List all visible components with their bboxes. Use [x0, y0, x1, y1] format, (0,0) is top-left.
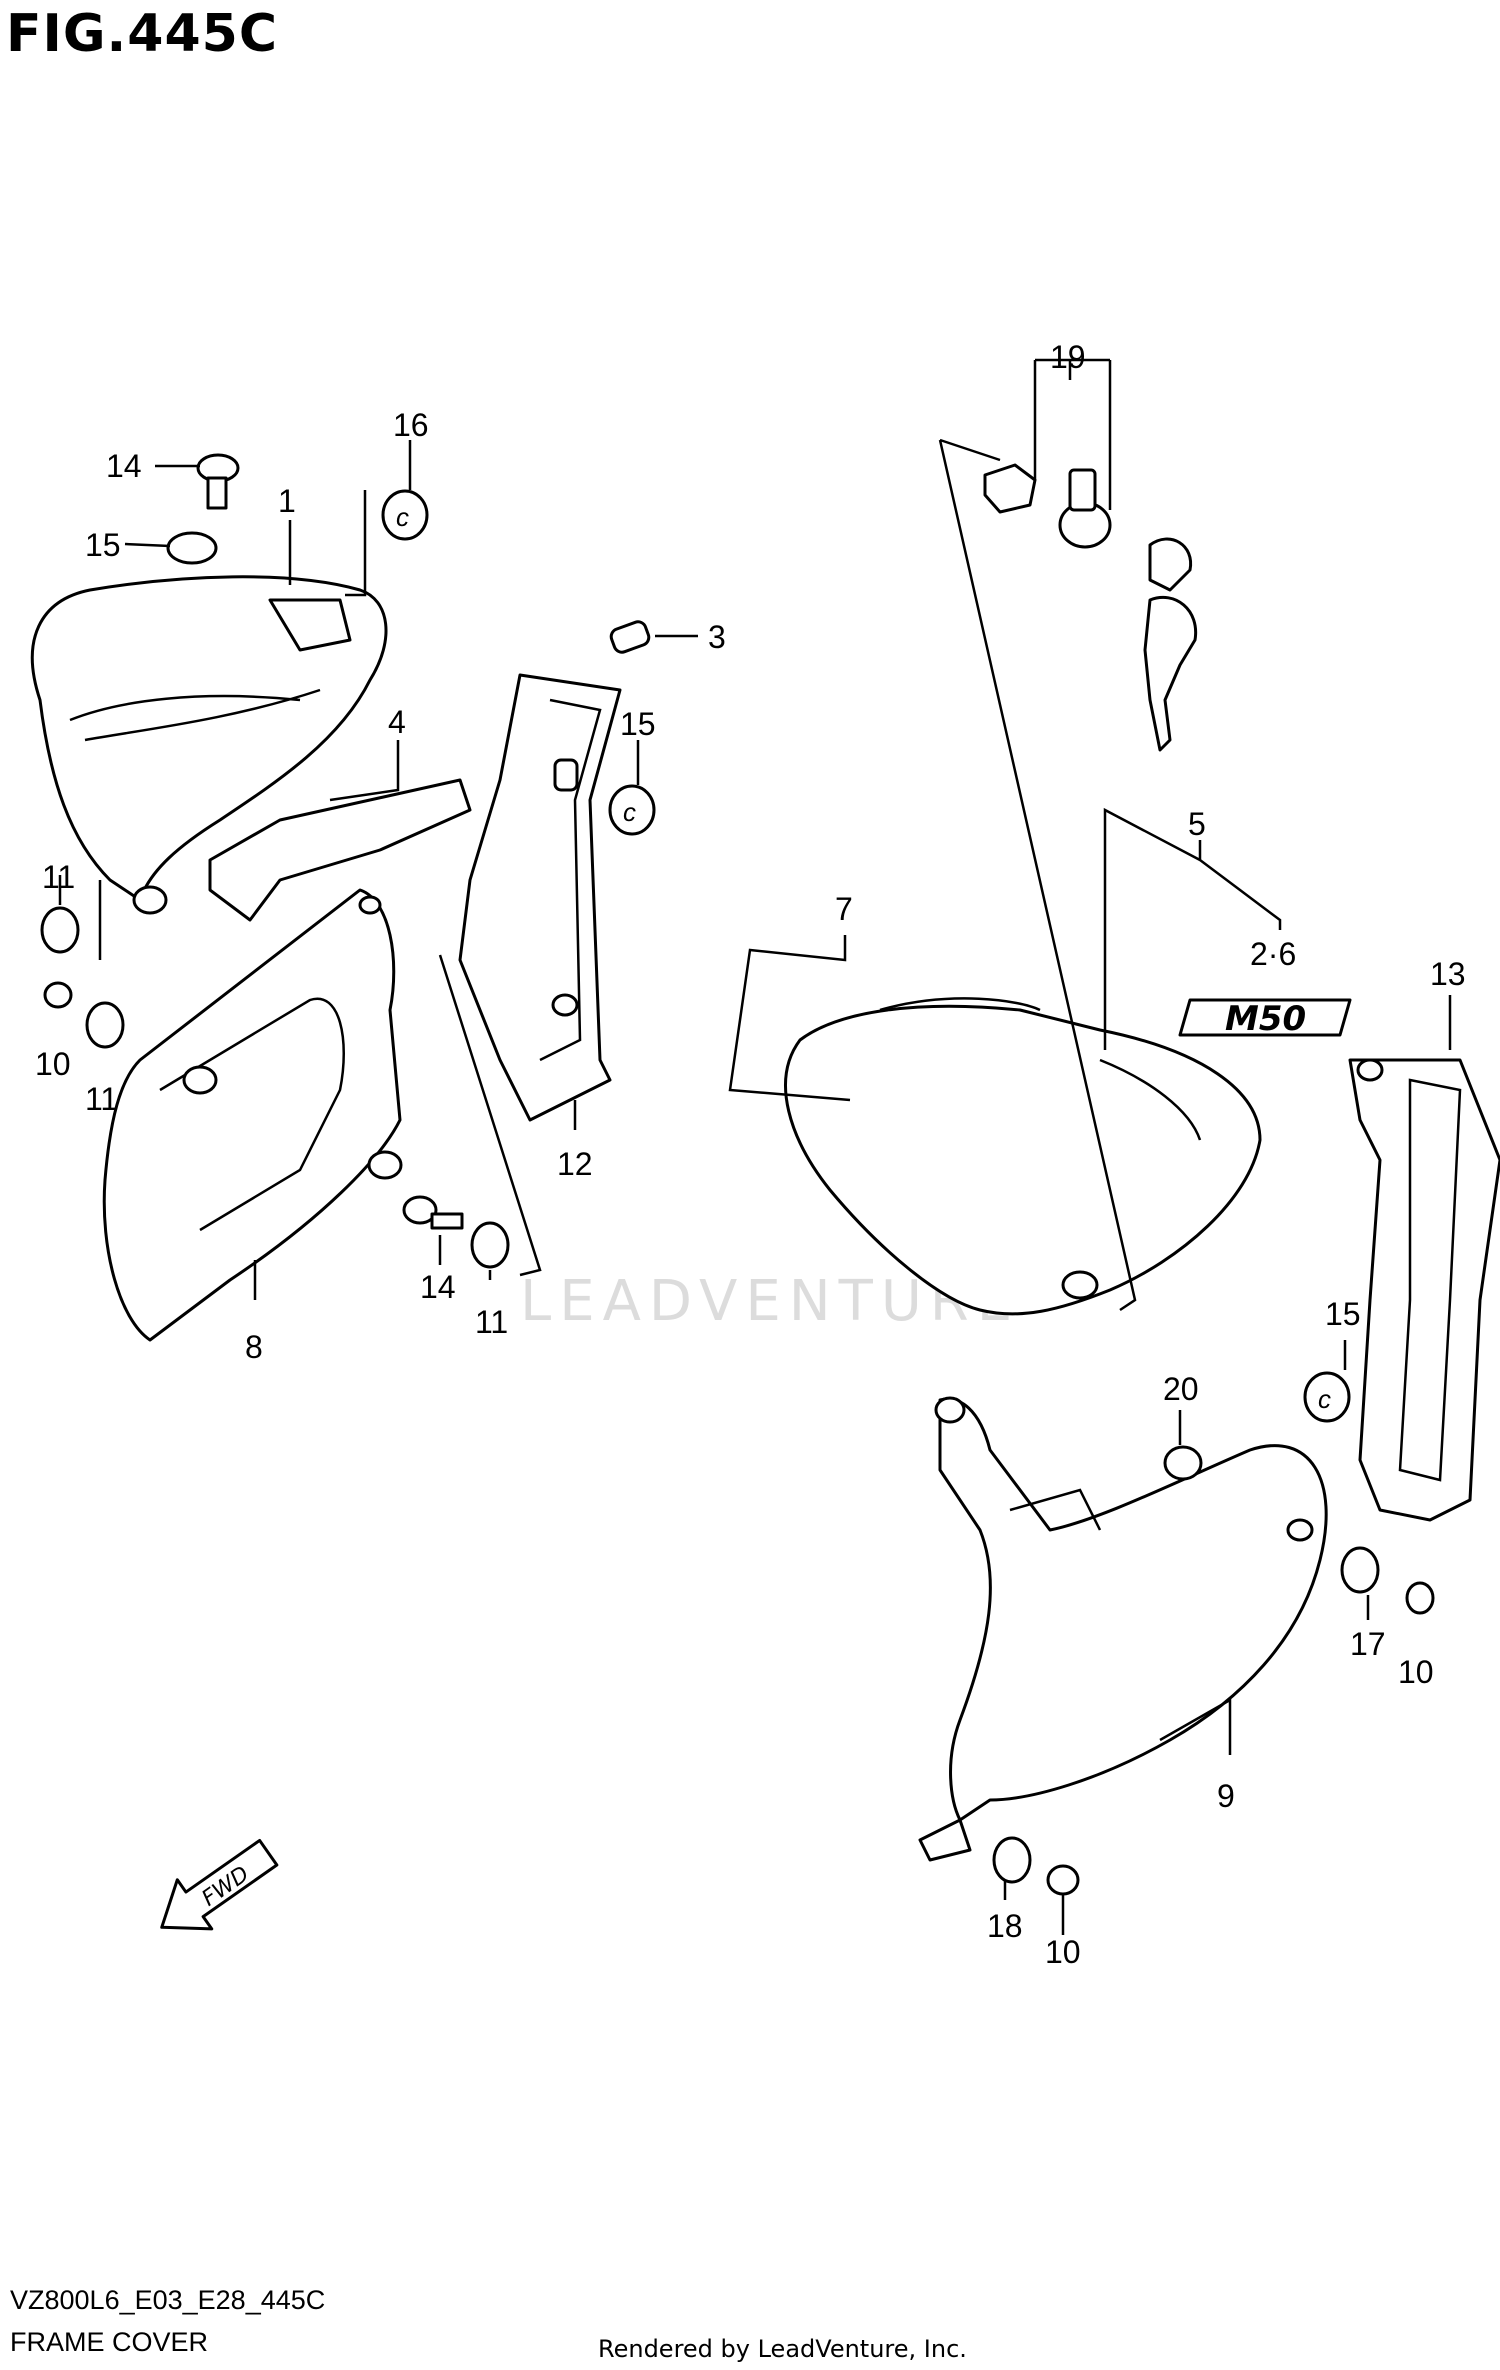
part-9-lower-cover: [918, 1396, 1328, 1862]
fwd-arrow-icon: FWD: [160, 1838, 279, 1931]
part-11-grommet-c: [470, 1221, 510, 1269]
callout-4: 4: [388, 704, 406, 740]
figure-title: FIG.445C: [6, 4, 279, 64]
model-code: VZ800L6_E03_E28_445C: [10, 2285, 326, 2315]
part-18-grommet: [992, 1836, 1032, 1884]
callout-7: 7: [835, 891, 853, 927]
part-16-grommet: c: [381, 489, 429, 541]
emblem-text: M50: [1225, 999, 1306, 1039]
part-15-grommet-top: [166, 531, 218, 565]
part-11-grommet-b: [85, 1001, 125, 1049]
part-15-grommet-right: c: [1303, 1371, 1351, 1423]
callout-labels: 14 15 1 16 3 4 15 11 10 11 8 12 14 11 19…: [35, 339, 1466, 1970]
part-3-collar: [609, 620, 651, 654]
part-1-front-cover: [30, 575, 388, 915]
leader-lines: [58, 358, 1452, 1935]
part-12-upright-bracket: [458, 673, 622, 1122]
callout-11-b: 11: [85, 1081, 118, 1117]
svg-text:c: c: [1318, 1384, 1331, 1414]
callout-16: 16: [393, 407, 429, 443]
part-2-6-emblem: M50: [1178, 998, 1352, 1039]
callout-12: 12: [557, 1146, 593, 1182]
callout-1: 1: [278, 483, 296, 519]
callout-19: 19: [1050, 339, 1086, 375]
part-14-screw-top: [196, 453, 240, 510]
part-14-screw-mid: [402, 1195, 464, 1230]
callout-2-6: 2·6: [1250, 936, 1296, 972]
callout-5: 5: [1188, 806, 1206, 842]
svg-text:c: c: [396, 502, 409, 532]
part-10-screw-c: [1046, 1864, 1080, 1896]
callout-11-c: 11: [475, 1304, 508, 1340]
part-17-grommet: [1340, 1546, 1380, 1594]
callout-10-c: 10: [1045, 1934, 1081, 1970]
part-20-grommet: [1163, 1445, 1203, 1481]
callout-14: 14: [106, 448, 142, 484]
part-10-screw-a: [43, 981, 73, 1009]
part-4-bracket: [208, 778, 472, 922]
part-8-side-cover: [102, 888, 403, 1342]
callout-8: 8: [245, 1329, 263, 1365]
callout-15-right: 15: [1325, 1296, 1361, 1332]
part-10-screw-b: [1405, 1581, 1435, 1615]
callout-18: 18: [987, 1908, 1023, 1944]
render-credit: Rendered by LeadVenture, Inc.: [598, 2335, 967, 2363]
callout-20: 20: [1163, 1371, 1199, 1407]
part-19-lock-set: [983, 463, 1198, 752]
part-7-side-cover: [784, 997, 1262, 1316]
callout-15-mid: 15: [620, 706, 656, 742]
part-11-grommet-a: [40, 906, 80, 954]
part-13-rail: [1348, 1058, 1500, 1522]
callout-14-mid: 14: [420, 1269, 456, 1305]
svg-text:c: c: [623, 797, 636, 827]
callout-15: 15: [85, 527, 121, 563]
callout-10-a: 10: [35, 1046, 71, 1082]
callout-10-b: 10: [1398, 1654, 1434, 1690]
callout-17: 17: [1350, 1626, 1386, 1662]
part-15-grommet-mid: c: [608, 784, 656, 836]
callout-13: 13: [1430, 956, 1466, 992]
callout-11-a: 11: [42, 859, 75, 895]
callout-3: 3: [708, 619, 726, 655]
callout-9: 9: [1217, 1778, 1235, 1814]
section-name: FRAME COVER: [10, 2327, 209, 2357]
